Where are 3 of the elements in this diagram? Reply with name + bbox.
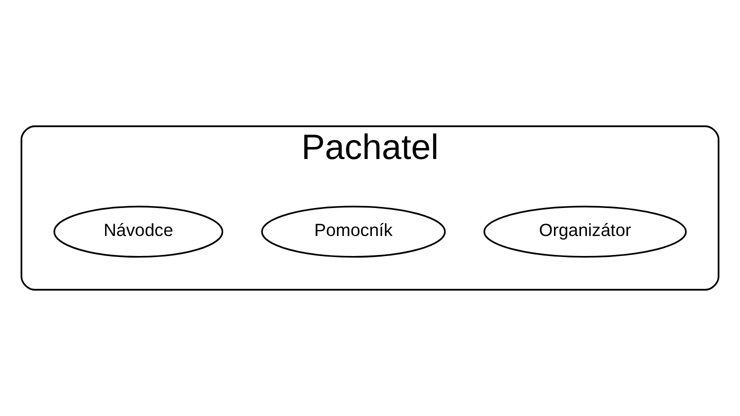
node-ellipse: Organizátor bbox=[483, 206, 687, 258]
node-ellipse: Návodce bbox=[53, 206, 224, 258]
node-ellipse: Pomocník bbox=[261, 206, 446, 258]
